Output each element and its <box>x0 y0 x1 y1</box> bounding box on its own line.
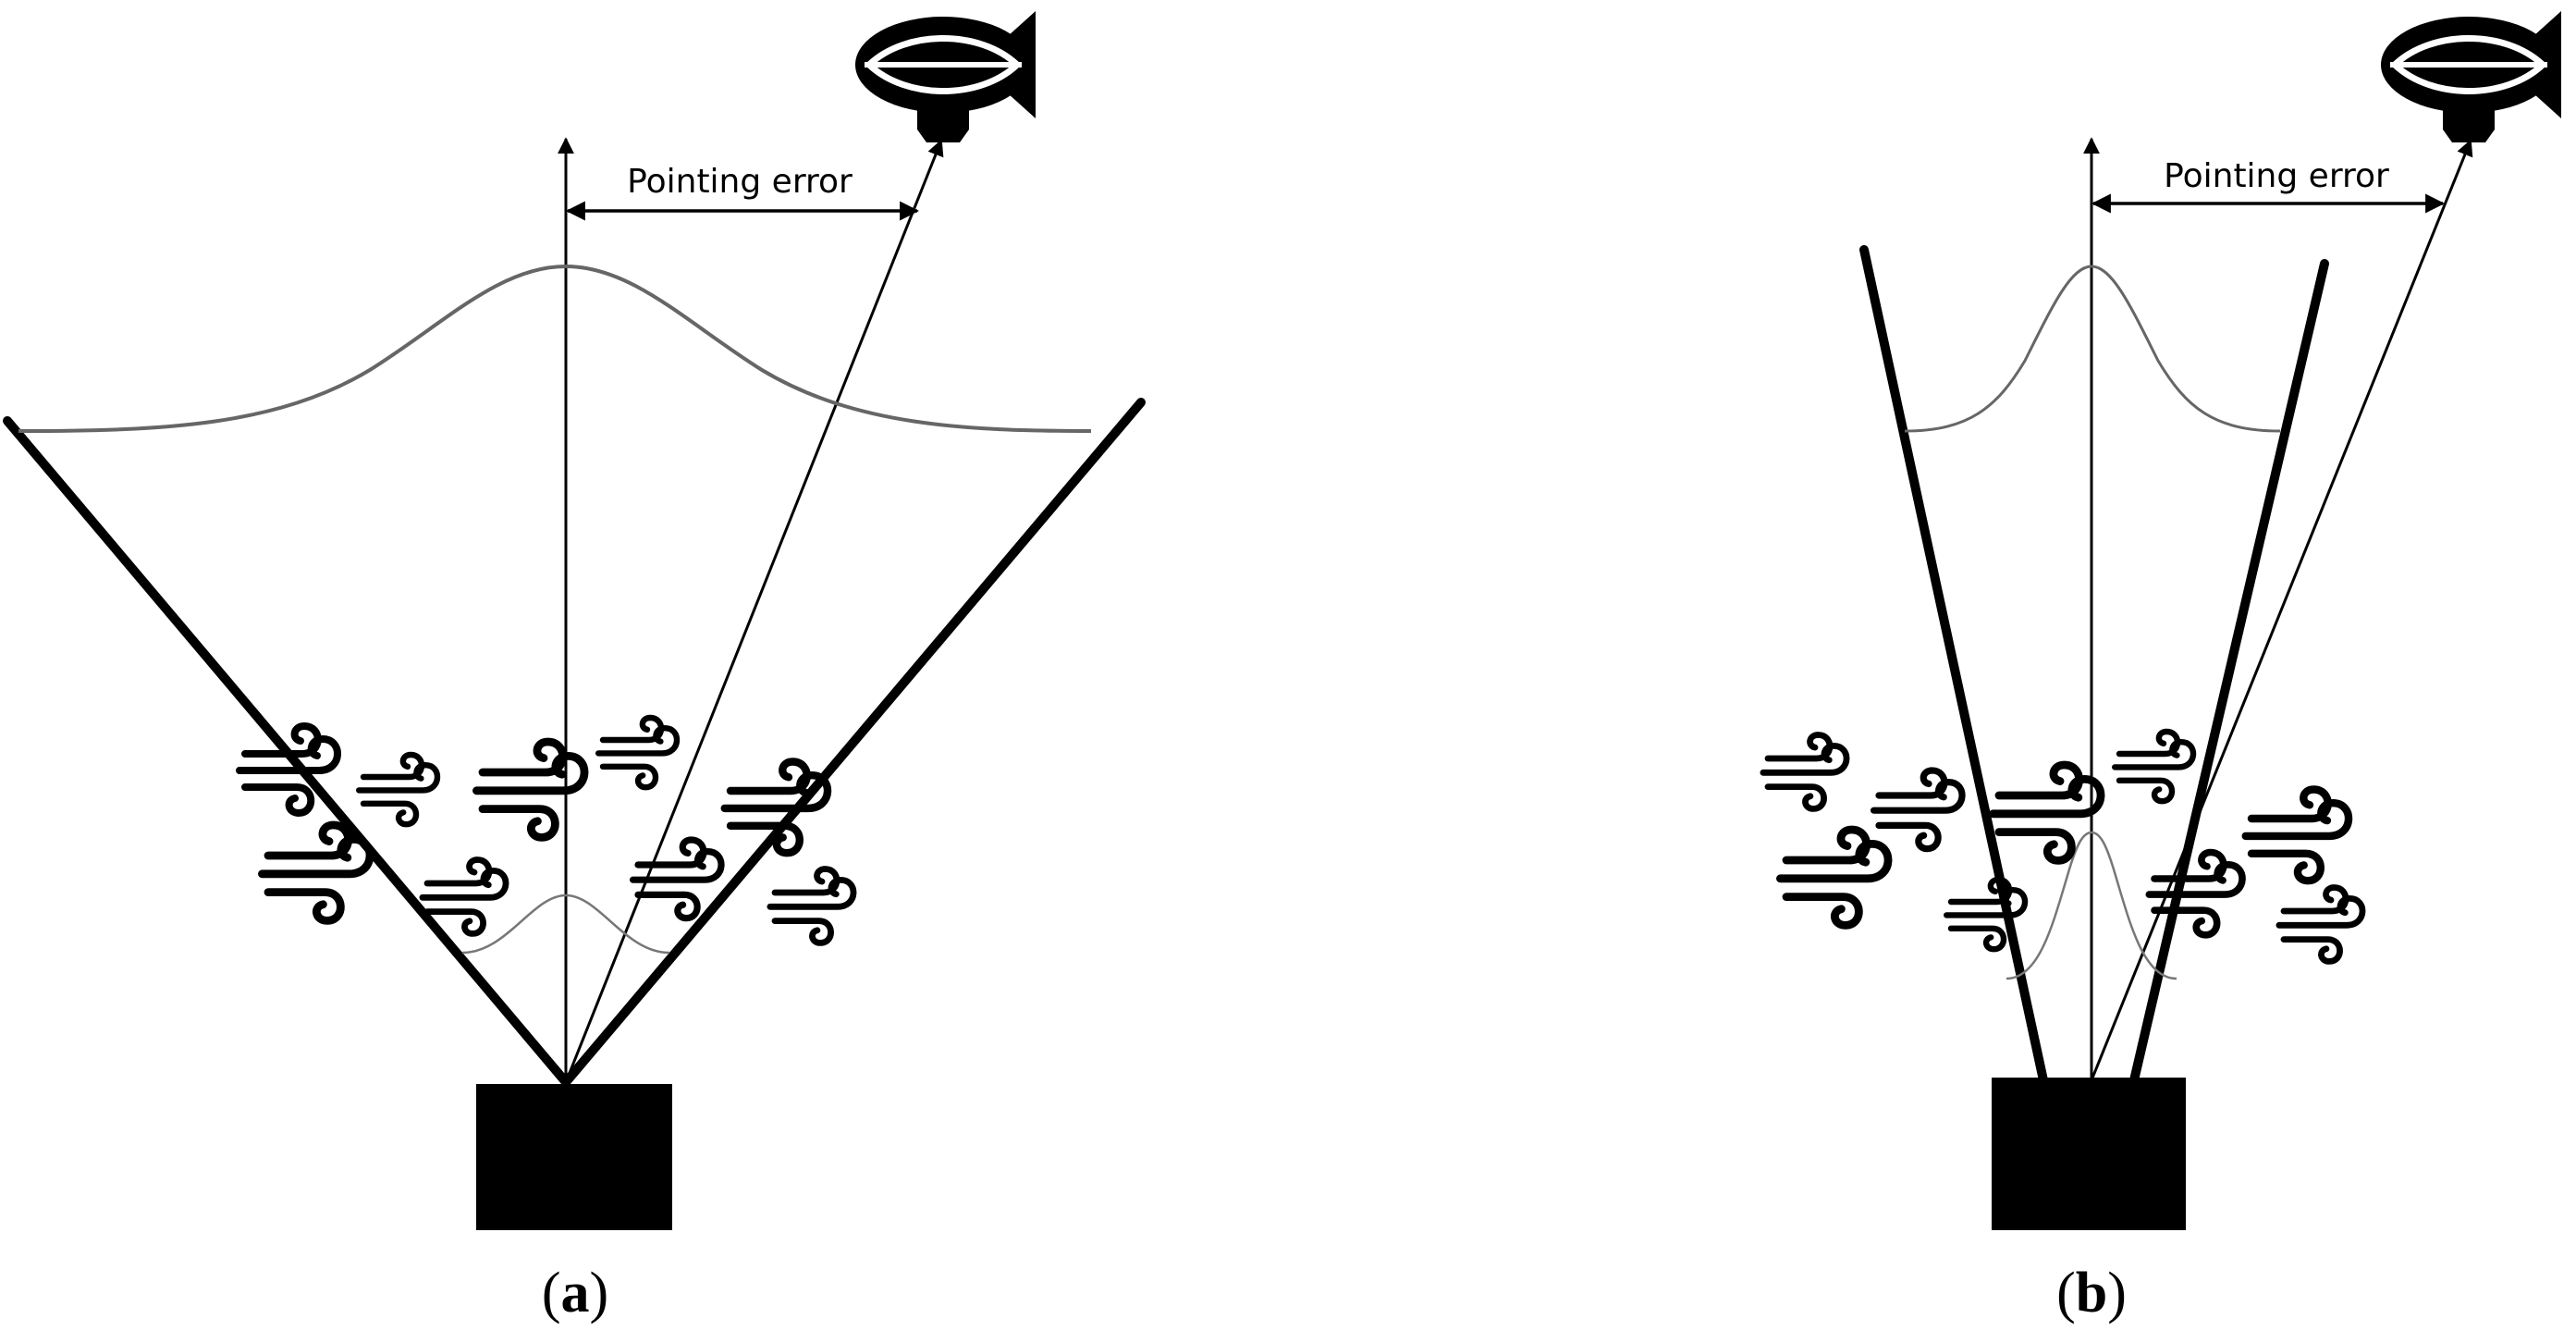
airship-icon <box>2381 11 2561 142</box>
wind-gust-icon <box>1993 765 2101 860</box>
panel-label-b: (b) <box>2056 1262 2127 1325</box>
wind-gust-icon <box>633 840 721 918</box>
pointing-error-label: Pointing error <box>627 163 853 201</box>
wind-gust-icon <box>359 755 437 824</box>
beam-edge-right <box>561 398 1146 1087</box>
pointing-error-label: Pointing error <box>2164 157 2389 195</box>
panel-label-a: (a) <box>542 1262 608 1325</box>
beam-edge-right <box>2129 259 2329 1085</box>
wind-gust-icon <box>476 742 584 837</box>
far-field-profile <box>18 264 1092 433</box>
wind-gust-icon <box>770 869 853 943</box>
wind-gust-icon <box>2246 790 2349 881</box>
wind-gust-icon <box>1780 830 1888 925</box>
near-field-profile <box>461 893 670 955</box>
wind-gust-icon <box>262 825 370 920</box>
line-of-sight-arrow <box>2090 139 2473 1081</box>
wind-gust-icon <box>1874 770 1962 849</box>
wind-gust-icon <box>2149 853 2242 935</box>
wind-gust-icon <box>598 718 677 787</box>
wind-gust-icon <box>725 762 828 854</box>
panel-b: Pointing error (b) <box>1763 11 2561 1325</box>
beam-edge-left <box>1859 245 2048 1085</box>
wind-gust-icon <box>1763 735 1846 809</box>
ground-terminal-block <box>1992 1078 2186 1230</box>
ground-terminal-block <box>476 1084 672 1230</box>
airship-icon <box>855 11 1036 142</box>
far-field-profile <box>1904 265 2281 433</box>
near-field-profile <box>2006 831 2177 980</box>
wind-gust-icon <box>2115 732 2193 801</box>
panel-a: Pointing error (a) <box>3 11 1146 1325</box>
line-of-sight-arrow <box>564 139 944 1083</box>
wind-gust-icon <box>2279 888 2362 962</box>
